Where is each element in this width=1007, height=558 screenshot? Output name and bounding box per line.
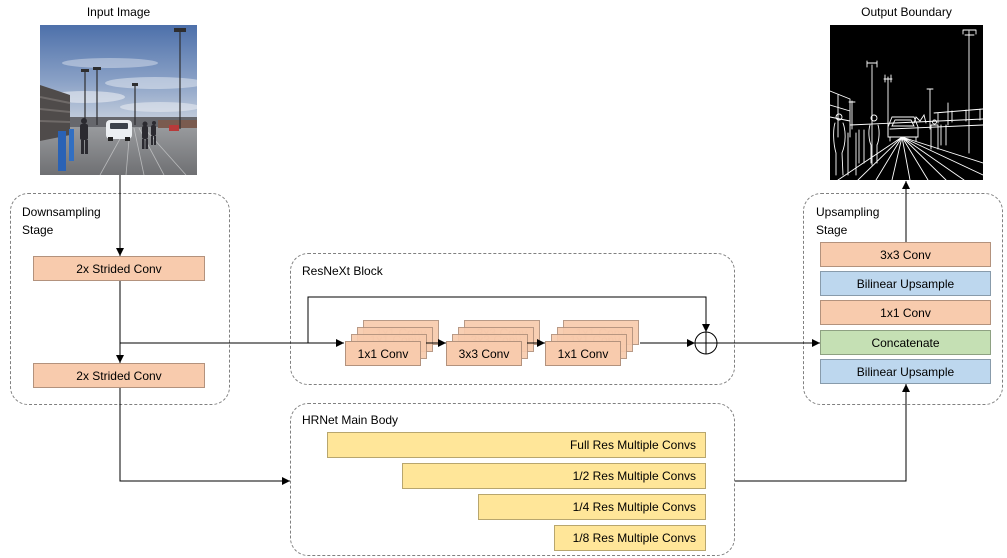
- upsampling-stage-title: Upsampling Stage: [816, 205, 880, 237]
- concatenate-block: Concatenate: [820, 330, 991, 355]
- output-boundary-image: [829, 25, 984, 181]
- hrnet-main-body: [290, 403, 735, 556]
- bilinear-upsample-block-1: Bilinear Upsample: [820, 271, 991, 296]
- output-boundary-title: Output Boundary: [861, 5, 952, 19]
- hrnet-branch-full-res: Full Res Multiple Convs: [327, 432, 706, 458]
- hrnet-main-body-title: HRNet Main Body: [302, 413, 399, 427]
- boundary-map-graphic: [829, 25, 984, 181]
- stack-front-label: 1x1 Conv: [557, 346, 609, 361]
- stack-front-layer: 1x1 Conv: [545, 341, 621, 366]
- hrnet-branch-eighth-res: 1/8 Res Multiple Convs: [554, 525, 706, 551]
- stack-front-layer: 3x3 Conv: [446, 341, 522, 366]
- resnext-block-title: ResNeXt Block: [302, 264, 383, 278]
- upsampling-1x1-conv-block: 1x1 Conv: [820, 300, 991, 325]
- strided-conv-block-1: 2x Strided Conv: [33, 256, 205, 281]
- stack-front-label: 3x3 Conv: [458, 346, 510, 361]
- resnext-stack-3: 1x1 Conv 1x1 Conv 1x1 Conv 1x1 Conv: [545, 320, 639, 366]
- resnext-stack-2: 3x3 Conv 3x3 Conv 3x3 Conv 3x3 Conv: [446, 320, 540, 366]
- upsampling-3x3-conv-block: 3x3 Conv: [820, 242, 991, 267]
- input-image: [39, 25, 205, 176]
- bilinear-upsample-block-2: Bilinear Upsample: [820, 359, 991, 384]
- hrnet-branch-quarter-res: 1/4 Res Multiple Convs: [478, 494, 706, 520]
- strided-conv-block-2: 2x Strided Conv: [33, 363, 205, 388]
- stack-front-layer: 1x1 Conv: [345, 341, 421, 366]
- resnext-stack-1: 1x1 Conv 1x1 Conv 1x1 Conv 1x1 Conv: [345, 320, 439, 366]
- input-photo-graphic: [39, 25, 205, 176]
- input-image-title: Input Image: [86, 5, 151, 19]
- downsampling-stage-title: Downsampling Stage: [22, 205, 101, 237]
- hrnet-branch-half-res: 1/2 Res Multiple Convs: [402, 463, 706, 489]
- resnext-block: [290, 253, 735, 385]
- stack-front-label: 1x1 Conv: [357, 346, 409, 361]
